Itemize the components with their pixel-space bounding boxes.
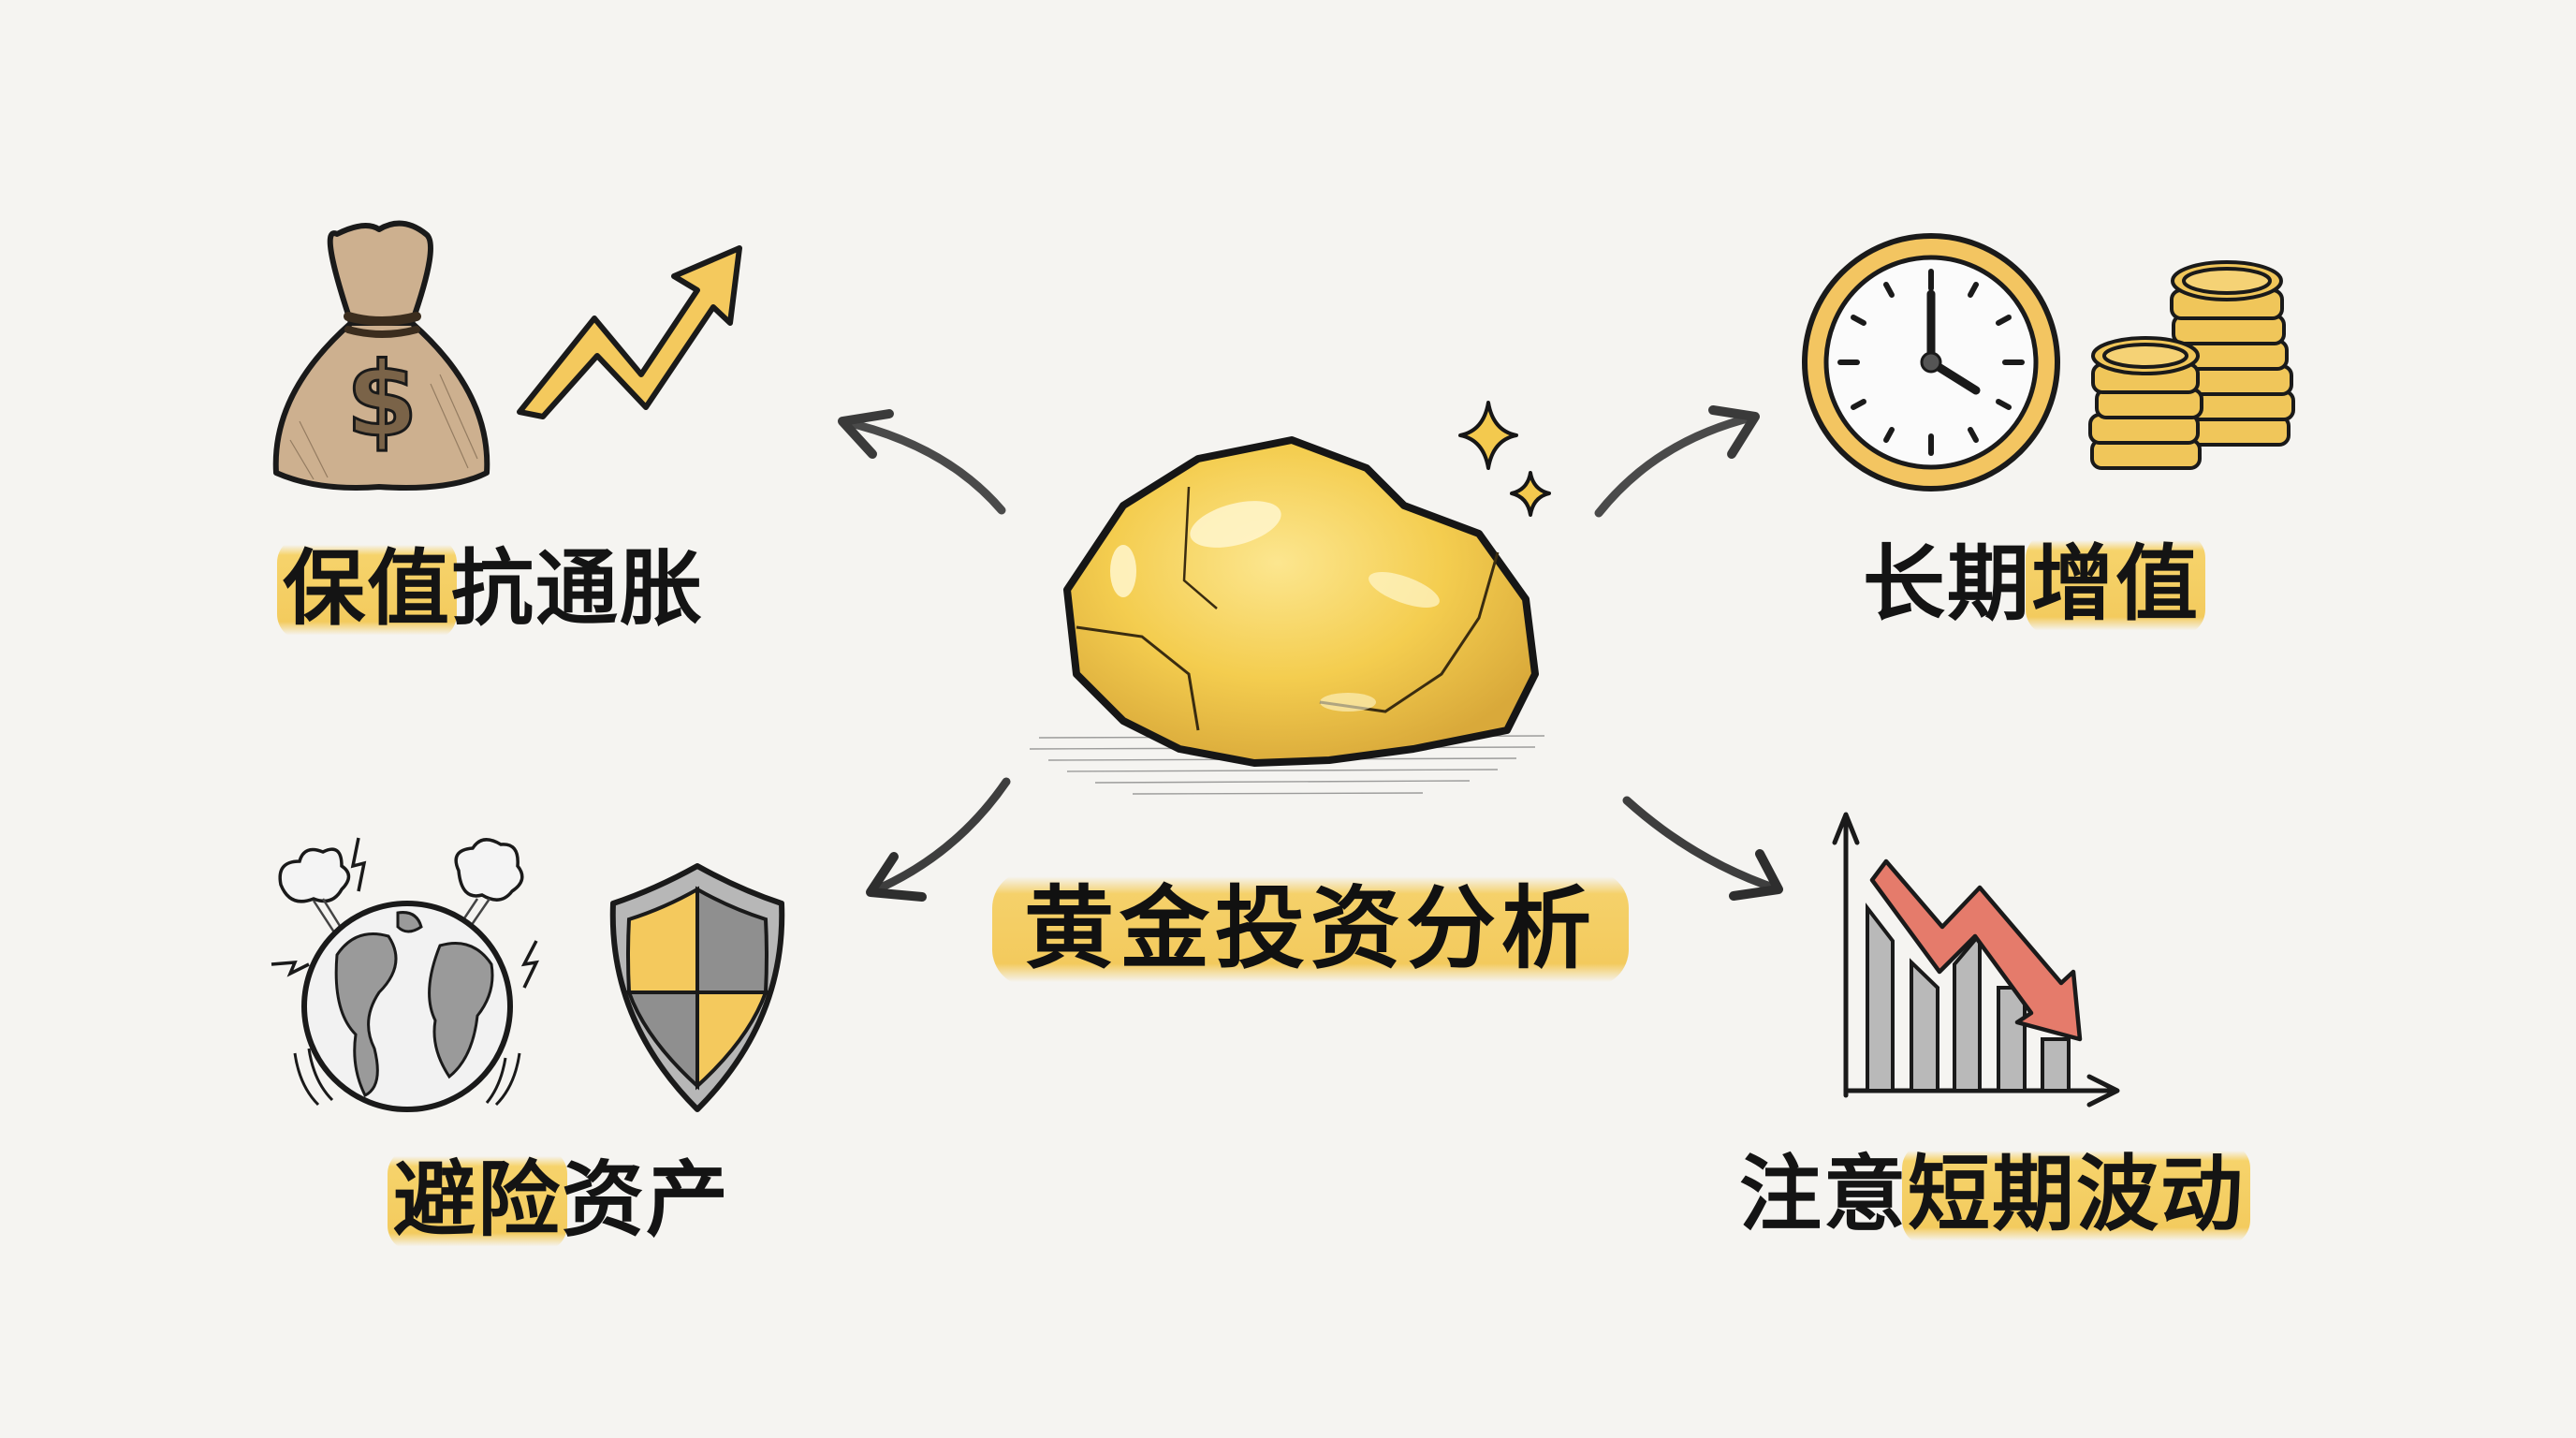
label-top-right: 长期增值 bbox=[1863, 532, 2206, 636]
label-highlight: 短期波动 bbox=[1902, 1142, 2251, 1246]
sparkle-icon bbox=[1458, 401, 1551, 517]
branch-bottom-right: 注意短期波动 bbox=[1722, 786, 2340, 1255]
label-highlight: 避险 bbox=[388, 1148, 568, 1252]
label-highlight: 保值 bbox=[277, 536, 458, 640]
arrow-to-top-left bbox=[838, 409, 1006, 515]
arrow-to-top-right bbox=[1594, 405, 1760, 518]
declining-bar-chart-icon bbox=[1832, 812, 2120, 1108]
gold-nugget-icon bbox=[1029, 436, 1545, 795]
arrow-to-bottom-left bbox=[866, 777, 1011, 902]
label-rest: 抗通胀 bbox=[451, 540, 705, 637]
svg-text:$: $ bbox=[346, 340, 418, 460]
money-bag-icon: $ bbox=[272, 220, 490, 491]
label-rest: 资产 bbox=[562, 1152, 731, 1248]
label-plain: 长期 bbox=[1863, 536, 2032, 632]
label-top-left: 保值抗通胀 bbox=[277, 536, 704, 640]
label-bottom-left: 避险资产 bbox=[388, 1148, 730, 1252]
arrow-to-bottom-right bbox=[1622, 796, 1783, 901]
coin-stacks-icon bbox=[2088, 260, 2295, 470]
branch-top-right: 长期增值 bbox=[1769, 197, 2349, 636]
globe-turmoil-icon bbox=[271, 837, 540, 1112]
label-highlight: 增值 bbox=[2026, 532, 2206, 636]
label-plain: 注意 bbox=[1739, 1146, 1909, 1242]
branch-top-left: $ 保值抗通胀 bbox=[253, 197, 833, 640]
label-bottom-right: 注意短期波动 bbox=[1739, 1142, 2251, 1246]
diagram-title: 黄金投资分析 bbox=[992, 871, 1629, 987]
clock-icon bbox=[1802, 233, 2060, 492]
up-trend-arrow-icon bbox=[517, 245, 742, 419]
branch-bottom-left: 避险资产 bbox=[253, 814, 833, 1252]
shield-icon bbox=[609, 863, 785, 1112]
